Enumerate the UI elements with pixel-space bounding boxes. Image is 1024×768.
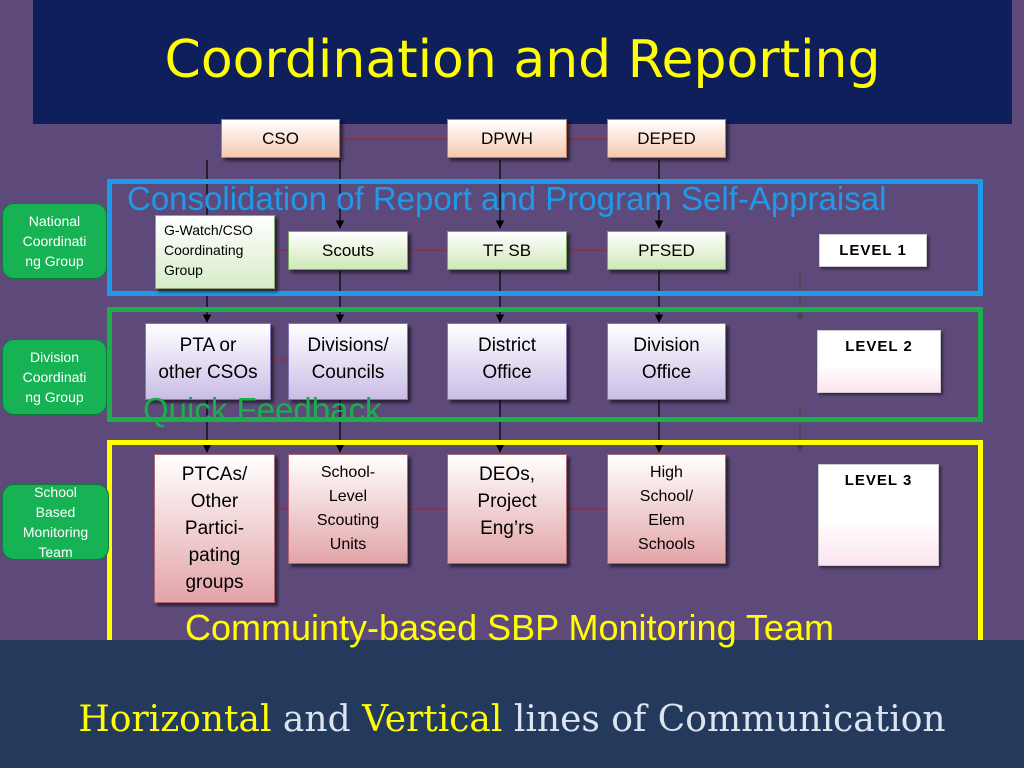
ptcas-box: PTCAs/ Other Partici- pating groups: [154, 454, 275, 603]
deped-box: DEPED: [607, 119, 726, 158]
cso-box: CSO: [221, 119, 340, 158]
deos-box: DEOs, Project Eng’rs: [447, 454, 567, 564]
tfsb-box: TF SB: [447, 231, 567, 270]
page-title: Coordination and Reporting: [164, 30, 881, 90]
community-caption: Commuinty-based SBP Monitoring Team: [185, 607, 834, 648]
division-office-box: Division Office: [607, 323, 726, 400]
vertical-arrows: [202, 160, 664, 453]
footer-word-vertical: Vertical: [362, 699, 503, 740]
level-1-label: LEVEL 1: [819, 234, 927, 267]
feedback-frame: [107, 307, 983, 422]
school-level-scouting-box: School- Level Scouting Units: [288, 454, 408, 564]
title-bar: Coordination and Reporting: [33, 0, 1012, 124]
footer-bar: Horizontal and Vertical lines of Communi…: [0, 640, 1024, 768]
district-office-box: District Office: [447, 323, 567, 400]
scouts-box: Scouts: [288, 231, 408, 270]
footer-caption: Horizontal and Vertical lines of Communi…: [0, 698, 1024, 742]
level-3-label: LEVEL 3: [818, 464, 939, 566]
footer-word-horizontal: Horizontal: [78, 699, 272, 740]
division-coordinating-group-label: Division Coordinati ng Group: [2, 339, 107, 415]
dpwh-box: DPWH: [447, 119, 567, 158]
feedback-caption: Quick Feedback: [143, 391, 382, 428]
pfsed-box: PFSED: [607, 231, 726, 270]
horizontal-red-lines: [271, 138, 607, 510]
footer-word-rest: lines of Communication: [513, 699, 946, 740]
divisions-councils-box: Divisions/ Councils: [288, 323, 408, 400]
pta-box: PTA or other CSOs: [145, 323, 271, 400]
consolidation-caption: Consolidation of Report and Program Self…: [127, 180, 887, 217]
high-school-box: High School/ Elem Schools: [607, 454, 726, 564]
national-coordinating-group-label: National Coordinati ng Group: [2, 203, 107, 279]
consolidation-frame: [107, 179, 983, 296]
school-based-monitoring-team-label: School Based Monitoring Team: [2, 484, 109, 560]
gwatch-box: G-Watch/CSO Coordinating Group: [155, 215, 275, 289]
footer-word-and: and: [282, 699, 351, 740]
level-2-label: LEVEL 2: [817, 330, 941, 393]
